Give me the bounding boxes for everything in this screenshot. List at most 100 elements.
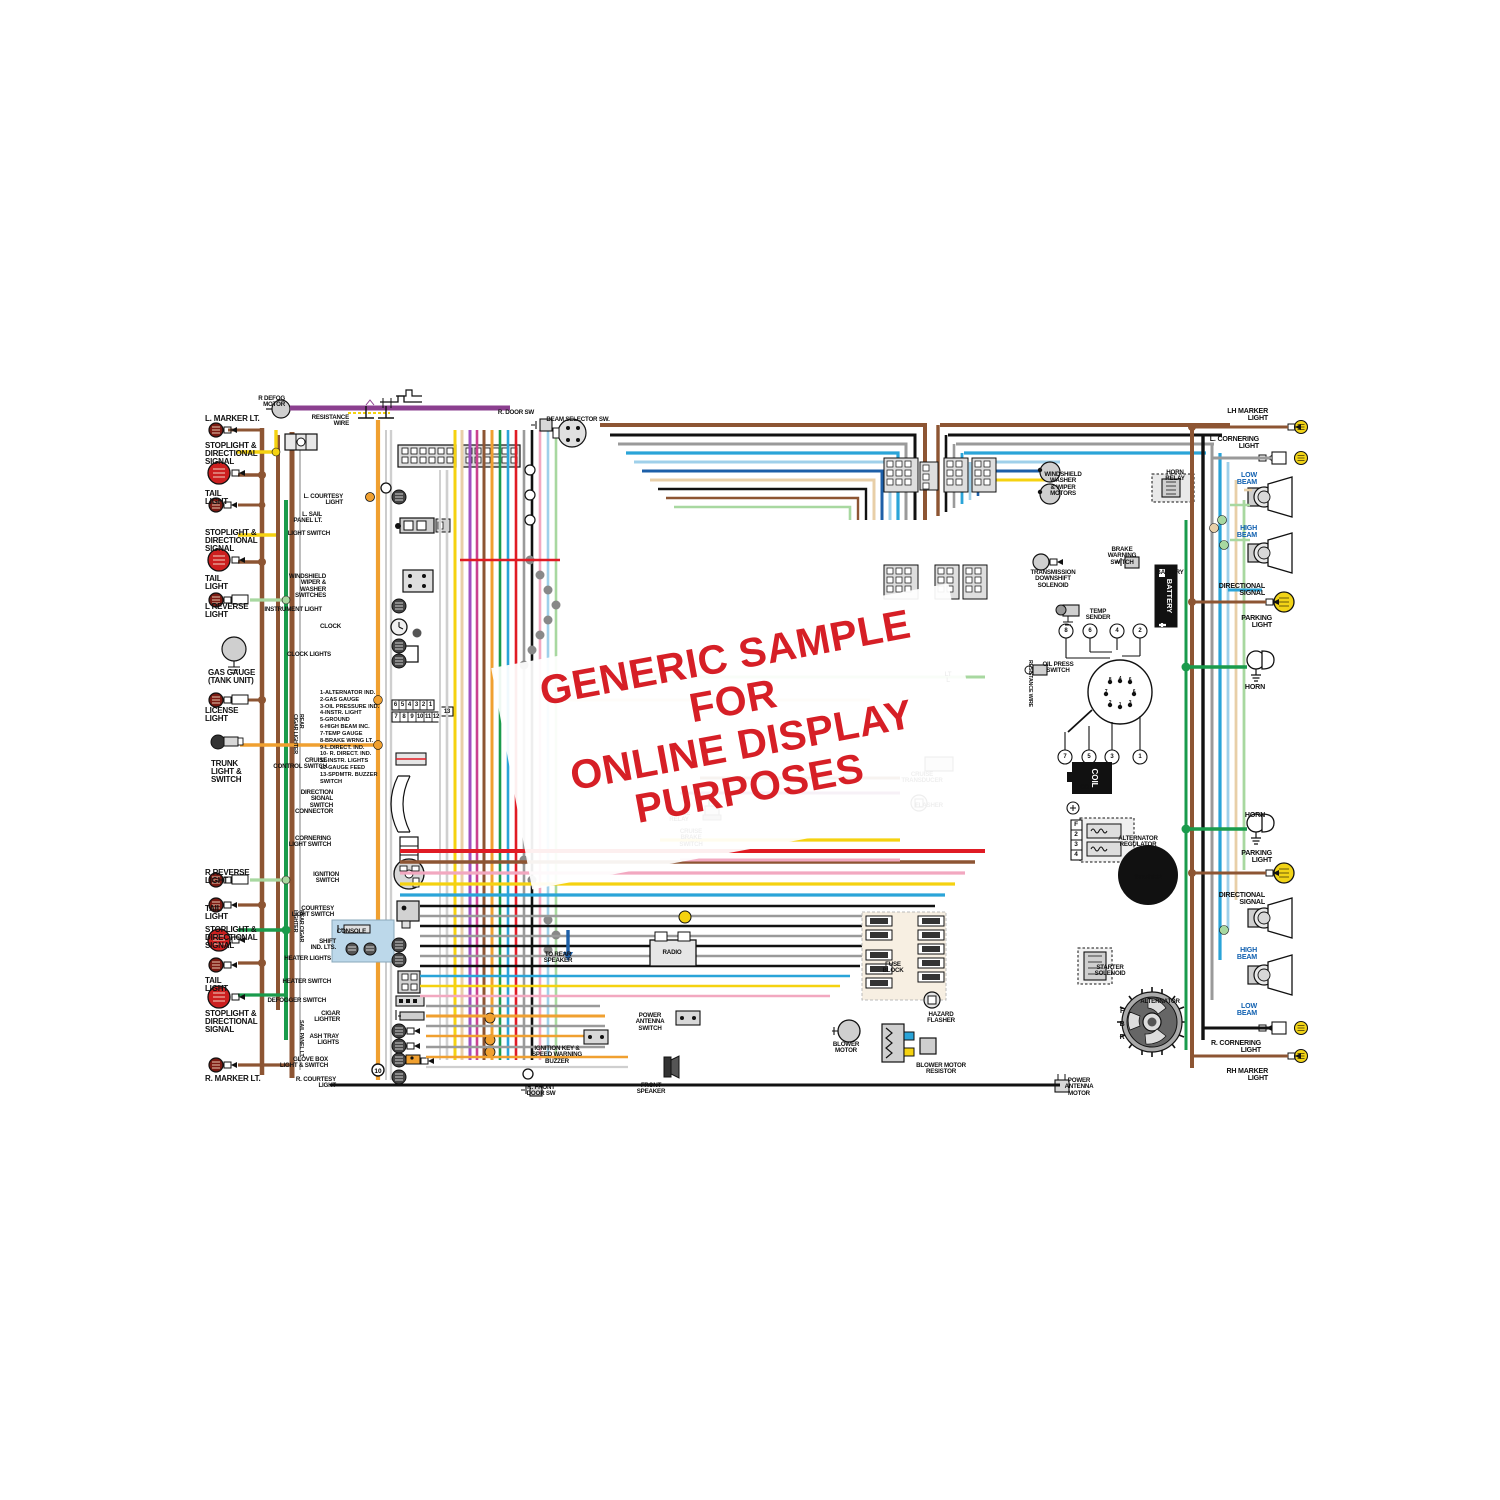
rh-marker-light-label: RH MARKER LIGHT xyxy=(1226,1067,1268,1083)
distributor-terminal-8: 8 xyxy=(1064,628,1068,634)
courtesy-light-switch-label: COURTESY LIGHT SWITCH xyxy=(291,905,334,919)
light-switch-label: LIGHT SWITCH xyxy=(287,530,330,537)
alternator-terminal-F: F xyxy=(1119,1008,1125,1015)
rear-cigar-lighter-upper-rail-label: REAR CIGAR LIGHTER xyxy=(292,714,305,754)
connector-pin-bottom-8: 8 xyxy=(402,713,406,720)
alternator-label: ALTERNATOR xyxy=(1140,998,1180,1005)
parking-light-right-label: PARKING LIGHT xyxy=(1241,849,1272,865)
high-beam-left-label: HIGH BEAM xyxy=(1236,524,1257,540)
directional-signal-left-label: DIRECTIONAL SIGNAL xyxy=(1218,582,1265,598)
connector-pin-extra-13: 13 xyxy=(443,708,451,715)
regulator-terminal-F: F xyxy=(1074,821,1078,828)
svg-text:BATTERY: BATTERY xyxy=(1165,579,1174,614)
brake-warning-switch-label: BRAKE WARNING SWITCH xyxy=(1107,546,1137,566)
horn-lower-label: HORN xyxy=(1244,811,1265,819)
sail-panel-lt-rail-label: SAIL PANEL LT. xyxy=(298,1020,304,1058)
starter-label: STARTER xyxy=(1134,874,1162,881)
oil-press-switch-label: OIL PRESS SWITCH xyxy=(1042,661,1074,675)
connector-pin-bottom-9: 9 xyxy=(410,713,414,720)
distributor-inner-pin-1: 4 xyxy=(1118,676,1122,682)
distributor-inner-pin-7: 3 xyxy=(1128,700,1132,706)
l-marker-lt-label: L. MARKER LT. xyxy=(205,414,260,423)
r-courtesy-light-label: R. COURTESY LIGHT xyxy=(295,1076,336,1090)
connector-pin-bottom-7: 7 xyxy=(394,713,398,720)
windshield-wiper-washer-switches-label: WINDSHIELD WIPER & WASHER SWITCHES xyxy=(288,573,326,599)
high-beam-right-label: HIGH BEAM xyxy=(1236,946,1257,962)
distributor-terminal-1: 1 xyxy=(1138,754,1142,760)
distributor-inner-pin-2: 6 xyxy=(1128,677,1132,683)
cigar-lighter-label: CIGAR LIGHTER xyxy=(314,1010,340,1024)
ignition-switch-label: IGNITION SWITCH xyxy=(313,871,339,885)
cruise-control-switch-label: CRUISE CONTROL SWITCH xyxy=(273,757,327,771)
glove-box-light-switch-label: GLOVE BOX LIGHT & SWITCH xyxy=(279,1056,328,1070)
alternator-terminal-B: B xyxy=(1119,1021,1125,1028)
stoplight-directional-signal-1-label: STOPLIGHT & DIRECTIONAL SIGNAL xyxy=(205,441,258,467)
distributor-terminal-5: 5 xyxy=(1087,754,1091,760)
tail-light-1-label: TAIL LIGHT xyxy=(205,489,228,507)
distributor-terminal-3: 3 xyxy=(1110,754,1114,760)
clock-label: CLOCK xyxy=(320,623,341,630)
license-light-label: LICENSE LIGHT xyxy=(205,706,239,724)
low-beam-left-label: LOW BEAM xyxy=(1236,471,1257,487)
resistance-wire-label: RESISTANCE WIRE xyxy=(311,414,350,428)
starter-solenoid-label: STARTER SOLENOID xyxy=(1094,964,1126,978)
temp-sender-label: TEMP SENDER xyxy=(1085,608,1111,622)
connector-pin-bottom-11: 11 xyxy=(425,713,431,720)
power-antenna-motor-label: POWER ANTENNA MOTOR xyxy=(1064,1077,1094,1097)
distributor-inner-pin-3: 7 xyxy=(1104,689,1108,695)
lh-marker-light-label: LH MARKER LIGHT xyxy=(1227,407,1268,423)
distributor-inner-pin-5: 2 xyxy=(1108,700,1112,706)
r-defog-motor-label: R DEFOG MOTOR xyxy=(258,395,285,409)
radio-label: RADIO xyxy=(662,949,682,956)
fuse-block-label: FUSE BLOCK xyxy=(882,961,904,975)
direction-signal-switch-connector-label: DIRECTION SIGNAL SWITCH CONNECTOR xyxy=(295,789,333,815)
rear-cigar-lighter-lower-rail-label: REAR CIGAR LIGHTER xyxy=(292,910,305,943)
connector-pin-top-3: 3 xyxy=(414,701,419,708)
r-door-sw-label: R. DOOR SW xyxy=(497,409,535,416)
l-courtesy-light-label: L. COURTESY LIGHT xyxy=(303,493,344,507)
alternator-regulator-label: ALTERNATOR REGULATOR xyxy=(1118,835,1158,849)
r-reverse-light-label: R REVERSE LIGHT xyxy=(205,868,250,886)
svg-text:COIL: COIL xyxy=(1090,768,1099,787)
clock-lights-label: CLOCK LIGHTS xyxy=(286,651,331,658)
connector-pin-bottom-12: 12 xyxy=(432,713,440,720)
front-speaker-label: FRONT SPEAKER xyxy=(636,1082,666,1096)
blower-motor-resistor-label: BLOWER MOTOR RESISTOR xyxy=(916,1062,966,1076)
regulator-terminal-2: 2 xyxy=(1074,831,1078,838)
tail-light-3-label: TAIL LIGHT xyxy=(205,904,228,922)
tail-light-2-label: TAIL LIGHT xyxy=(205,574,228,592)
l-sail-panel-lt-label: L. SAIL PANEL LT. xyxy=(293,511,323,525)
alternator-terminal-R: R xyxy=(1119,1034,1125,1041)
cornering-light-switch-label: CORNERING LIGHT SWITCH xyxy=(288,835,331,849)
distributor-terminal-7: 7 xyxy=(1063,754,1067,760)
connector-pin-top-4: 4 xyxy=(407,701,412,708)
parking-light-left-label: PARKING LIGHT xyxy=(1241,614,1272,630)
svg-text:10: 10 xyxy=(374,1068,382,1075)
stoplight-directional-signal-3-label: STOPLIGHT & DIRECTIONAL SIGNAL xyxy=(205,925,258,951)
r-marker-lt-label: R. MARKER LT. xyxy=(205,1074,261,1083)
horn-upper-label: HORN xyxy=(1244,683,1265,691)
gas-gauge-tank-unit-label: GAS GAUGE (TANK UNIT) xyxy=(208,668,256,686)
battery-label: BATTERY xyxy=(1156,569,1184,576)
l-cornering-light-label: L. CORNERING LIGHT xyxy=(1209,435,1259,451)
connector-pin-top-6: 6 xyxy=(393,701,398,708)
connector-pin-top-1: 1 xyxy=(428,701,433,708)
defogger-switch-label: DEFOGGER SWITCH xyxy=(267,997,326,1004)
ash-tray-lights-label: ASH TRAY LIGHTS xyxy=(309,1033,340,1047)
l-reverse-light-label: L REVERSE LIGHT xyxy=(205,602,249,620)
low-beam-right-label: LOW BEAM xyxy=(1236,1002,1257,1018)
shift-ind-lts-label: SHIFT IND. LTS. xyxy=(310,938,336,952)
heater-switch-label: HEATER SWITCH xyxy=(282,978,331,985)
regulator-terminal-3: 3 xyxy=(1074,841,1078,848)
resistance-wire-vertical-label: RESISTANCE WIRE xyxy=(1027,660,1033,707)
connector-pin-top-5: 5 xyxy=(400,701,405,708)
r-front-door-sw-label: R. FRONT DOOR SW xyxy=(526,1084,556,1098)
distributor-inner-pin-6: 1 xyxy=(1118,702,1122,708)
tail-light-4-label: TAIL LIGHT xyxy=(205,976,228,994)
beam-selector-sw-label: BEAM SELECTOR SW. xyxy=(546,416,610,423)
distributor-terminal-2: 2 xyxy=(1138,628,1142,634)
distributor-inner-pin-4: 6 xyxy=(1132,689,1136,695)
distributor-inner-pin-0: 8 xyxy=(1108,677,1112,683)
trunk-light-switch-label: TRUNK LIGHT & SWITCH xyxy=(211,759,242,785)
